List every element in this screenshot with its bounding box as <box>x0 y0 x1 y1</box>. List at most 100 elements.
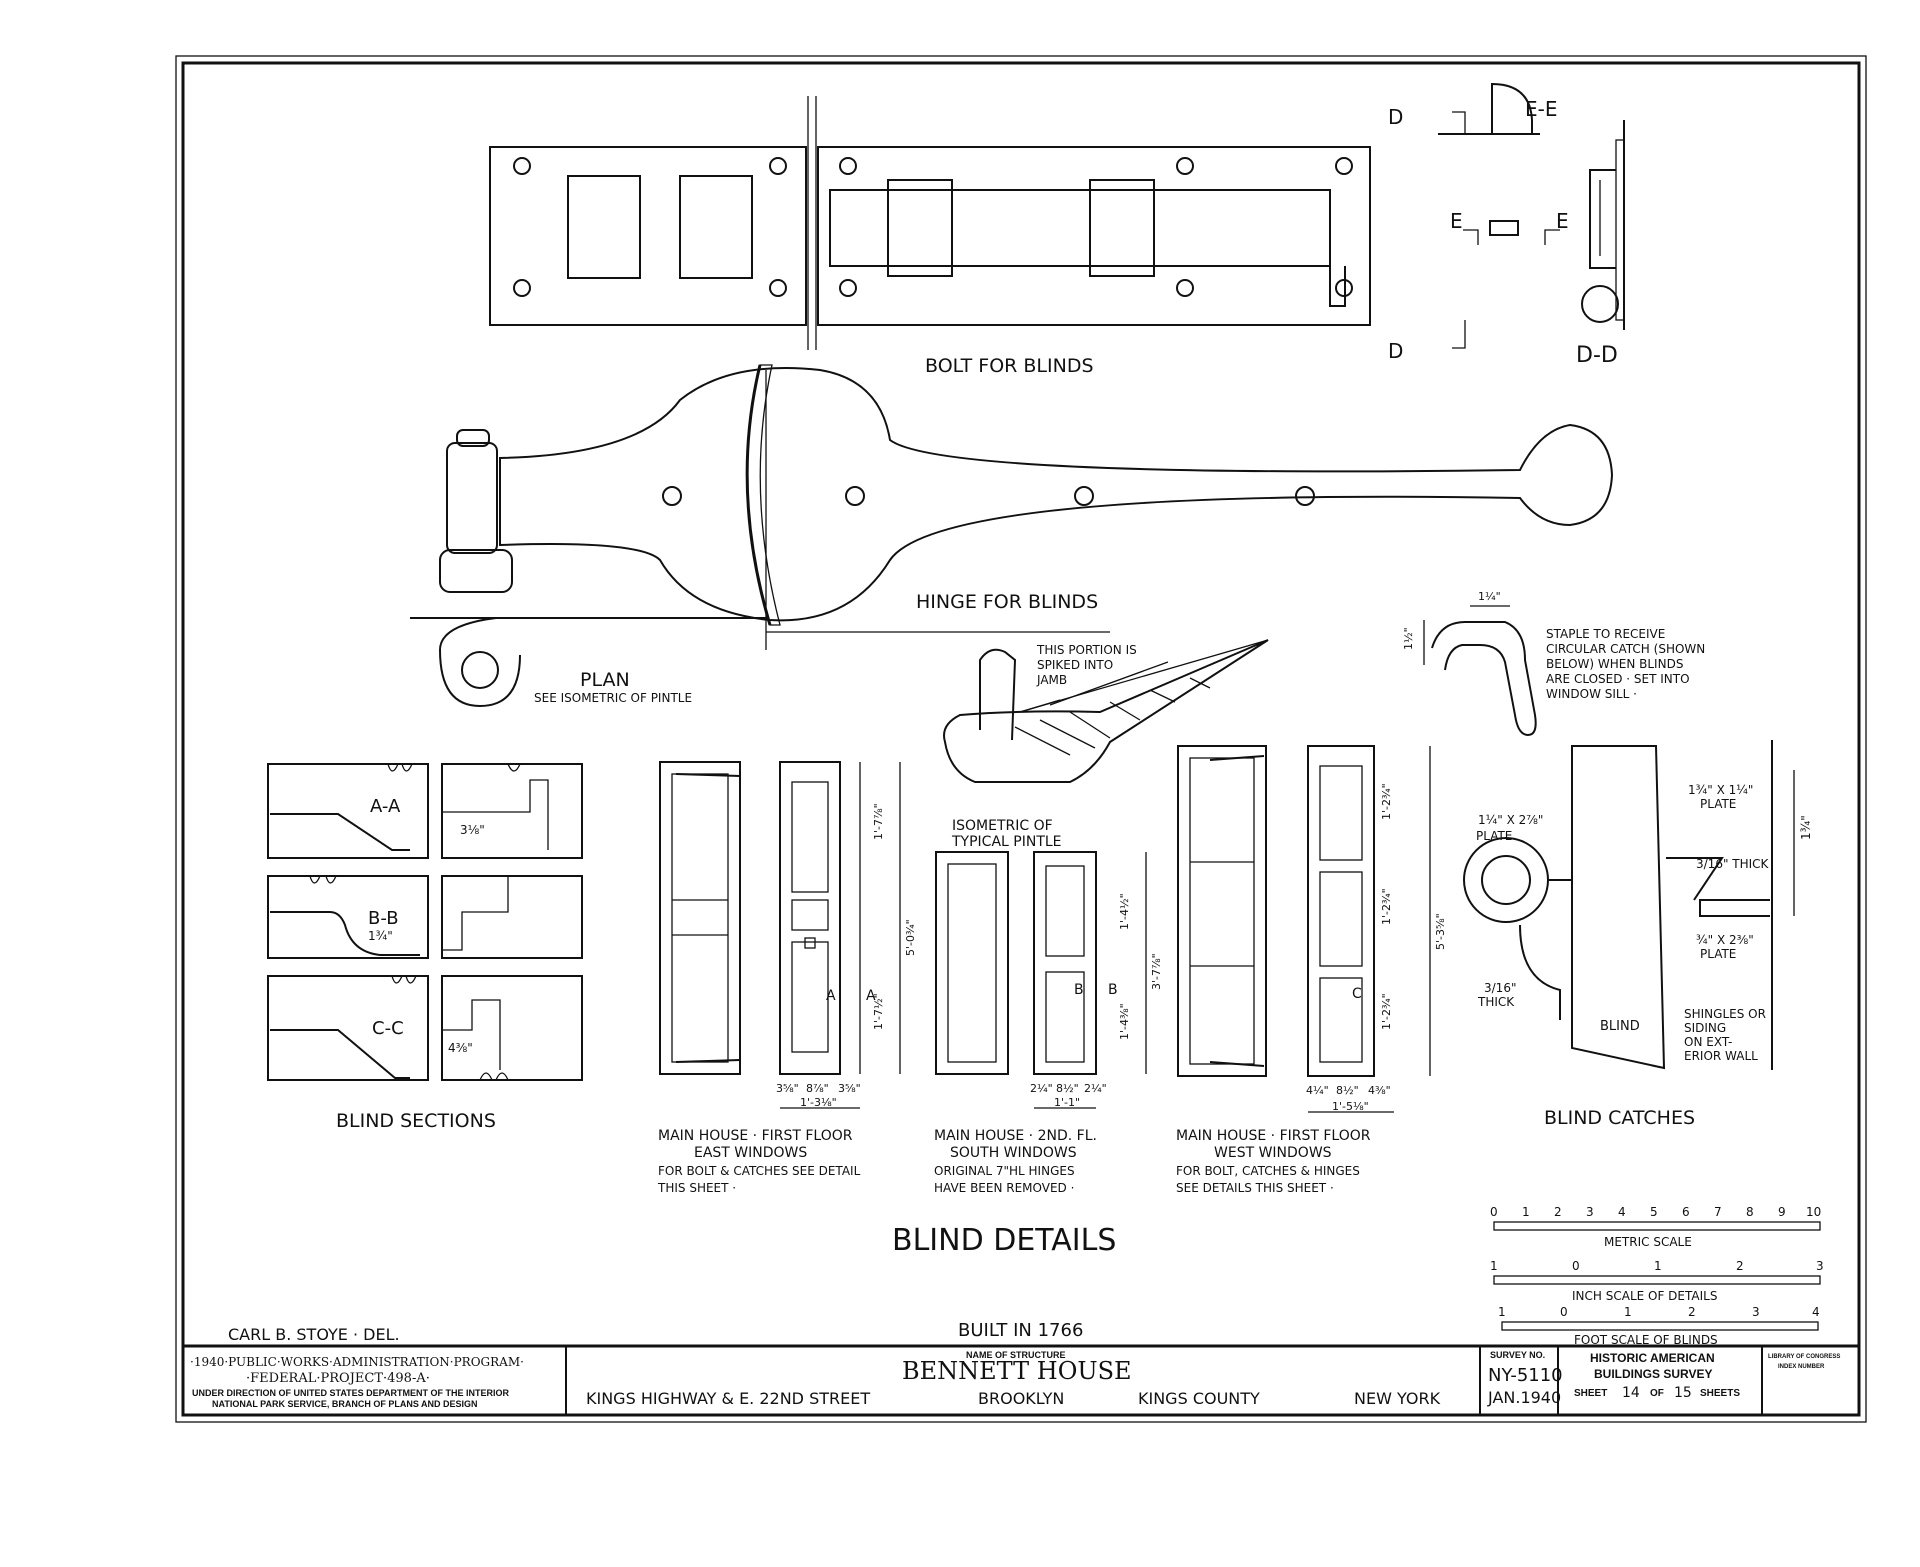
tb-loc-1: LIBRARY OF CONGRESS <box>1768 1354 1840 1360</box>
foot-tick-4: 3 <box>1752 1305 1760 1319</box>
metric-tick-1: 1 <box>1522 1205 1530 1219</box>
bolt-drawing <box>489 82 1625 350</box>
blind-east-elevations <box>659 761 901 1109</box>
foot-scale-ticks: 1 0 1 2 3 4 <box>1498 1305 1820 1319</box>
inch-scale-label: INCH SCALE OF DETAILS <box>1572 1289 1717 1303</box>
catch-thick2-1: 3/16" <box>1484 981 1516 995</box>
foot-tick-0: 1 <box>1498 1305 1506 1319</box>
tb-of-word: OF <box>1650 1388 1664 1399</box>
south-dim-1: 1'-4½" <box>1118 893 1131 930</box>
catch-blind: BLIND <box>1600 1019 1640 1034</box>
inch-tick-4: 3 <box>1816 1259 1824 1273</box>
tb-county: KINGS COUNTY <box>1138 1389 1260 1408</box>
south-mark-b2: B <box>1108 982 1118 998</box>
pintle-note-3: JAMB <box>1036 673 1067 687</box>
staple-note-3: BELOW) WHEN BLINDS <box>1546 657 1683 671</box>
south-dim-4: 2¼" <box>1030 1082 1053 1095</box>
east-note-2: EAST WINDOWS <box>694 1145 807 1161</box>
section-ee-label: E-E <box>1525 97 1558 121</box>
inch-tick-3: 2 <box>1736 1259 1744 1273</box>
main-title: BLIND DETAILS <box>892 1223 1116 1258</box>
west-note-3: FOR BOLT, CATCHES & HINGES <box>1176 1164 1360 1178</box>
west-dim-5: 4¼" <box>1306 1084 1329 1097</box>
mark-e-left: E <box>1450 209 1463 233</box>
inch-tick-1: 0 <box>1572 1259 1580 1273</box>
tb-sheet-total: 15 <box>1674 1385 1692 1401</box>
tb-address: KINGS HIGHWAY & E. 22ND STREET <box>586 1389 870 1408</box>
delineator: CARL B. STOYE · DEL. <box>228 1325 400 1344</box>
section-c-dim: 4⅜" <box>448 1041 473 1055</box>
section-dd-label: D-D <box>1576 343 1618 368</box>
metric-tick-10: 10 <box>1806 1205 1821 1219</box>
pintle-note-2: SPIKED INTO <box>1037 658 1113 672</box>
catches-caption: BLIND CATCHES <box>1544 1107 1695 1129</box>
staple-note-5: WINDOW SILL · <box>1546 687 1637 701</box>
catch-shingles-3: ON EXT- <box>1684 1035 1732 1049</box>
metric-tick-3: 3 <box>1586 1205 1594 1219</box>
sections-caption: BLIND SECTIONS <box>336 1110 496 1132</box>
staple-note-2: CIRCULAR CATCH (SHOWN <box>1546 642 1705 656</box>
metric-tick-7: 7 <box>1714 1205 1722 1219</box>
staple-note-4: ARE CLOSED · SET INTO <box>1546 672 1690 686</box>
staple-dim-a: 1½" <box>1402 627 1415 650</box>
staple-note-1: STAPLE TO RECEIVE <box>1546 627 1665 641</box>
section-c-label: C-C <box>372 1018 404 1039</box>
mark-e-right: E <box>1556 209 1569 233</box>
metric-scale-ticks: 0 1 2 3 4 5 6 7 8 9 10 <box>1490 1205 1821 1219</box>
tb-loc-2: INDEX NUMBER <box>1778 1364 1825 1370</box>
catch-plate1-2: PLATE <box>1700 797 1736 811</box>
foot-tick-2: 1 <box>1624 1305 1632 1319</box>
west-dim-8: 1'-5⅛" <box>1332 1100 1369 1113</box>
pintle-caption-2: TYPICAL PINTLE <box>951 834 1062 850</box>
west-note-4: SEE DETAILS THIS SHEET · <box>1176 1181 1334 1195</box>
pintle-note-1: THIS PORTION IS <box>1036 643 1137 657</box>
west-dim-4: 5'-3⅝" <box>1434 913 1447 950</box>
metric-tick-5: 5 <box>1650 1205 1658 1219</box>
blind-sections <box>267 763 583 1081</box>
tb-name-label: NAME OF STRUCTURE <box>966 1350 1066 1360</box>
inner-border <box>181 61 1861 1417</box>
catch-thick1: 3/16" THICK <box>1696 857 1770 871</box>
built-date: BUILT IN 1766 <box>958 1320 1083 1341</box>
blind-catches-drawing <box>1463 740 1795 1070</box>
tb-date: JAN.1940 <box>1487 1388 1561 1407</box>
section-b-dim: 1¾" <box>368 929 393 943</box>
east-note-4: THIS SHEET · <box>657 1181 736 1195</box>
east-mark-a1: A <box>826 988 836 1004</box>
catch-plate2-2: PLATE <box>1700 947 1736 961</box>
east-note-3: FOR BOLT & CATCHES SEE DETAIL <box>658 1164 861 1178</box>
tb-direction-2: NATIONAL PARK SERVICE, BRANCH OF PLANS A… <box>212 1399 478 1409</box>
scale-bars <box>1493 1221 1821 1331</box>
catch-shingles-2: SIDING <box>1684 1021 1726 1035</box>
bolt-caption: BOLT FOR BLINDS <box>925 355 1094 377</box>
tb-project: ·FEDERAL·PROJECT·498-A· <box>246 1371 430 1386</box>
catch-shingles-1: SHINGLES OR <box>1684 1007 1766 1021</box>
staple-drawing <box>1423 605 1537 737</box>
east-dim-1: 1'-7⅞" <box>872 803 885 840</box>
blind-south-elevations <box>935 851 1147 1109</box>
east-mark-a2: A <box>866 988 876 1004</box>
south-note-3: ORIGINAL 7"HL HINGES <box>934 1164 1075 1178</box>
metric-tick-6: 6 <box>1682 1205 1690 1219</box>
tb-habs-2: BUILDINGS SURVEY <box>1594 1367 1712 1381</box>
east-dim-7: 1'-3⅛" <box>800 1096 837 1109</box>
west-note-2: WEST WINDOWS <box>1214 1145 1332 1161</box>
metric-tick-2: 2 <box>1554 1205 1562 1219</box>
tb-habs-1: HISTORIC AMERICAN <box>1590 1351 1715 1365</box>
west-note-1: MAIN HOUSE · FIRST FLOOR <box>1176 1128 1371 1144</box>
south-note-2: SOUTH WINDOWS <box>950 1145 1077 1161</box>
west-mark-c: C <box>1352 986 1362 1002</box>
tb-program: ·1940·PUBLIC·WORKS·ADMINISTRATION·PROGRA… <box>190 1355 524 1369</box>
section-b-label: B-B <box>368 908 399 929</box>
south-note-4: HAVE BEEN REMOVED · <box>934 1181 1074 1195</box>
inch-tick-0: 1 <box>1490 1259 1498 1273</box>
blind-west-elevations <box>1177 745 1431 1113</box>
catch-plate3-2: PLATE <box>1476 829 1512 843</box>
south-dim-7: 1'-1" <box>1054 1096 1080 1109</box>
west-dim-3: 1'-2¾" <box>1380 993 1393 1030</box>
south-dim-2: 1'-4⅜" <box>1118 1003 1131 1040</box>
foot-tick-5: 4 <box>1812 1305 1820 1319</box>
catch-shingles-4: ERIOR WALL <box>1684 1049 1758 1063</box>
east-dim-3: 5'-0¾" <box>904 919 917 956</box>
